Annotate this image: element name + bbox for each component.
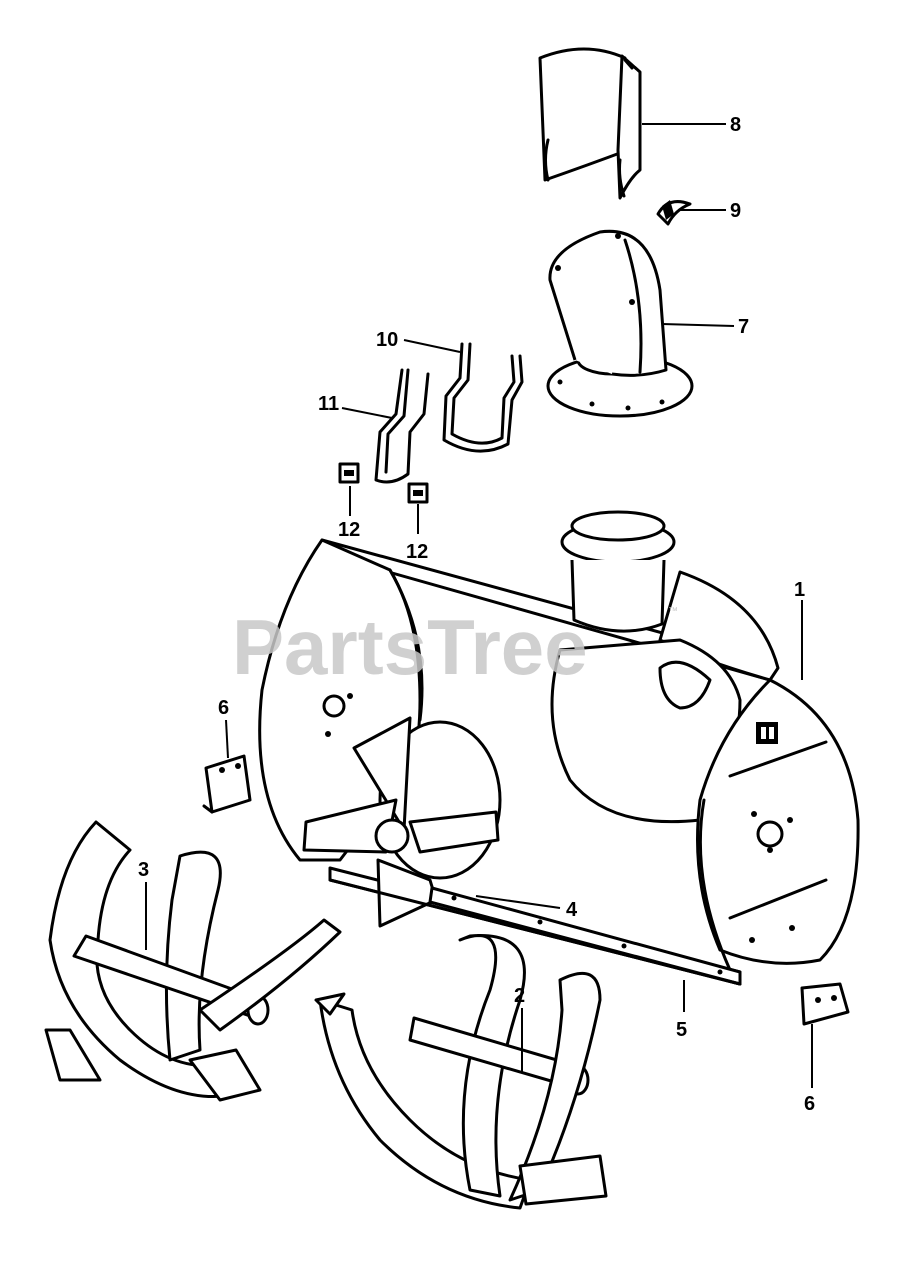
- callout-9: 9: [730, 200, 741, 222]
- svg-text:™: ™: [668, 606, 678, 617]
- callout-10: 10: [376, 329, 398, 351]
- bracket-part-11: [374, 368, 430, 484]
- leader-lines: [145, 123, 813, 1088]
- svg-text:PartsTree: PartsTree: [232, 603, 588, 691]
- callout-4: 4: [566, 899, 578, 921]
- callout-3: 3: [138, 859, 149, 881]
- edge-part-5: [328, 878, 742, 986]
- clip-part-12-left: [338, 462, 360, 484]
- callout-11: 11: [318, 393, 339, 415]
- callout-5: 5: [676, 1019, 687, 1041]
- callout-2: 2: [514, 985, 525, 1007]
- callout-1: 1: [794, 579, 805, 601]
- rod-part-10: [442, 342, 524, 453]
- auger-part-3-left: [44, 820, 342, 1102]
- auger-part-2-right: [314, 934, 608, 1210]
- callout-6-left: 6: [218, 697, 229, 719]
- callout-8: 8: [730, 114, 741, 136]
- callout-6-right: 6: [804, 1093, 815, 1115]
- housing-part-1: [258, 510, 860, 986]
- knob-part-9: [656, 200, 692, 226]
- callout-12-left: 12: [338, 519, 360, 541]
- callout-7: 7: [738, 316, 749, 338]
- discharge-chute-part-7: [546, 229, 694, 418]
- impeller: [302, 716, 502, 928]
- callout-12-right: 12: [406, 541, 428, 563]
- skid-shoe-part-6-left: [202, 754, 252, 814]
- clip-part-12-right: [407, 482, 429, 504]
- deflector-hood-part-8: [538, 47, 642, 200]
- watermark: PartsTree ™: [232, 603, 678, 691]
- skid-shoe-part-6-right: [800, 982, 850, 1026]
- callouts: 8 9 7 10 11 12 12 1 6 3 4 2 5 6: [138, 114, 815, 1115]
